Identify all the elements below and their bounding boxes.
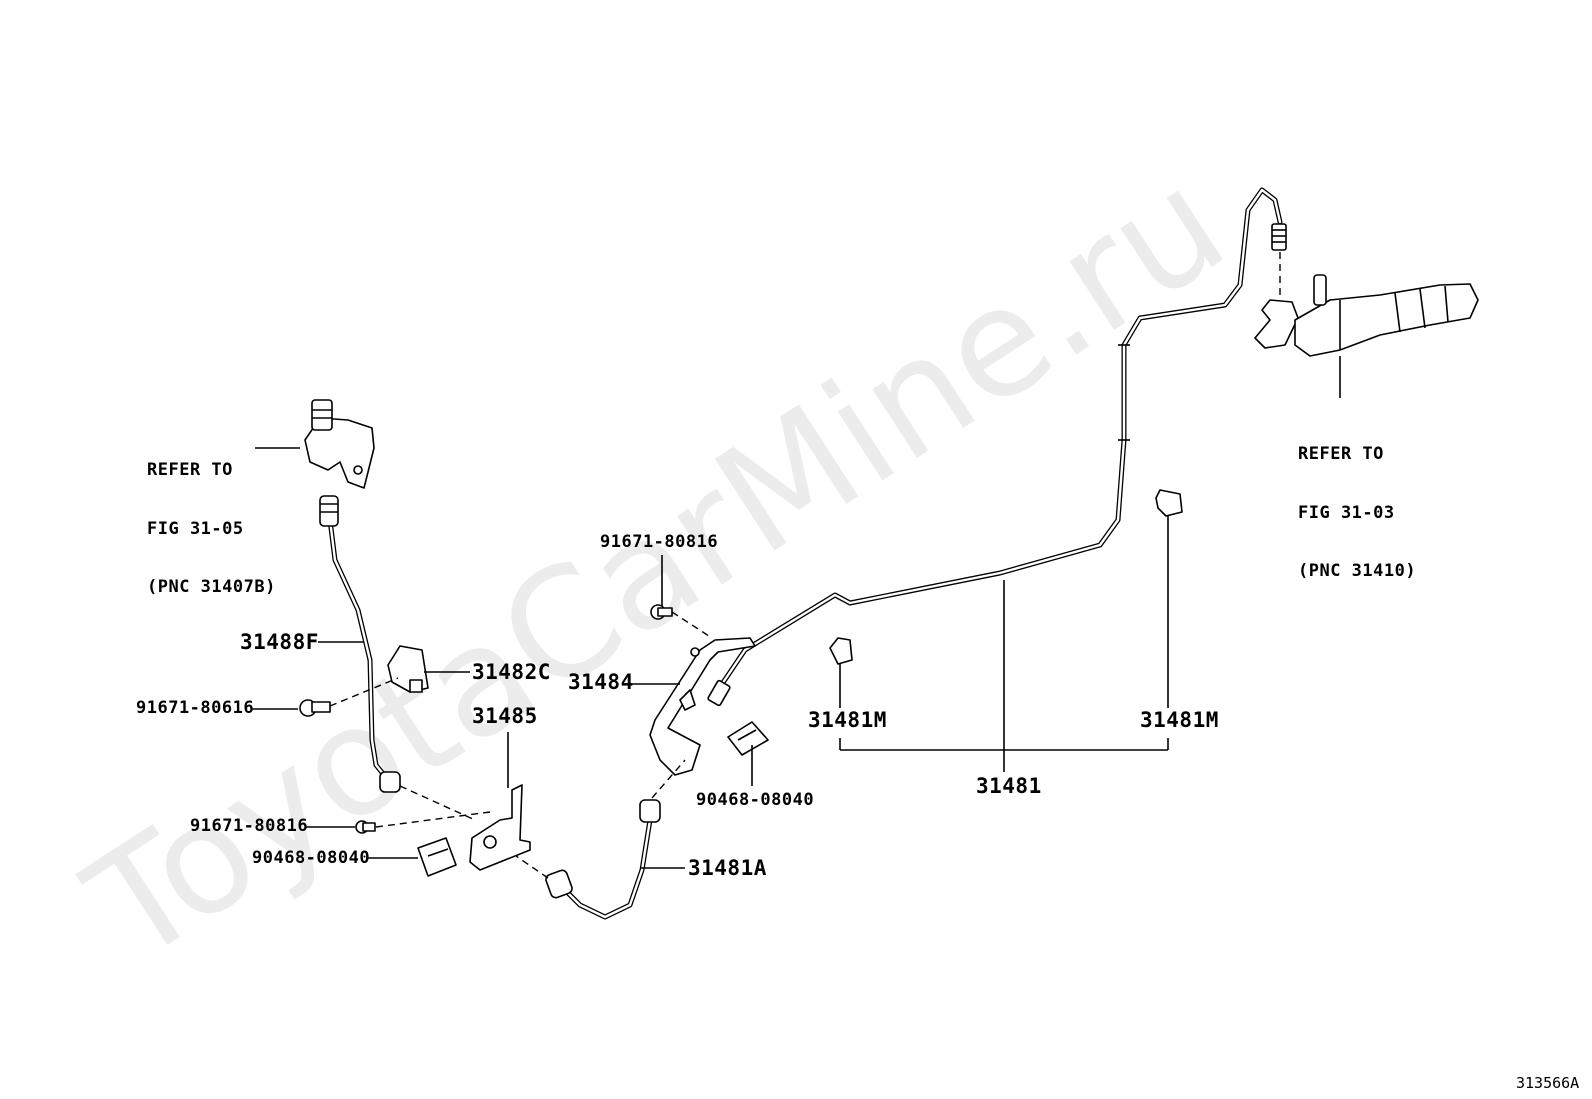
release-cylinder bbox=[304, 399, 375, 489]
part-label-31481A[interactable]: 31481A bbox=[688, 856, 767, 880]
pipe-clamp-31481M-left bbox=[829, 637, 853, 665]
part-label-31482C[interactable]: 31482C bbox=[472, 660, 551, 684]
part-label-31481[interactable]: 31481 bbox=[976, 774, 1042, 798]
reference-line: FIG 31-05 bbox=[147, 518, 244, 539]
reference-line: FIG 31-03 bbox=[1298, 502, 1395, 523]
reference-line: REFER TO bbox=[147, 460, 233, 481]
figure-id: 313566A bbox=[1516, 1074, 1580, 1092]
clip-90468-08040-left bbox=[417, 837, 457, 877]
part-label-90468-08040-left[interactable]: 90468-08040 bbox=[252, 848, 371, 868]
pipe-fitting-bracket bbox=[707, 679, 731, 707]
reference-line: (PNC 31410) bbox=[1298, 561, 1417, 582]
reference-line: (PNC 31407B) bbox=[147, 577, 276, 598]
part-label-91671-80816-upper[interactable]: 91671-80816 bbox=[600, 532, 719, 552]
reference-note-left: REFER TO FIG 31-05 (PNC 31407B) bbox=[147, 422, 276, 617]
bolt-91671-80816-lower bbox=[355, 811, 491, 834]
bracket-31484 bbox=[649, 637, 756, 776]
part-label-91671-80816-lower[interactable]: 91671-80816 bbox=[190, 816, 309, 836]
clutch-pipe-31481 bbox=[715, 187, 1283, 693]
clip-90468-08040-right bbox=[727, 721, 769, 756]
pipe-fitting-top bbox=[1271, 223, 1287, 300]
part-label-90468-08040-right[interactable]: 90468-08040 bbox=[696, 790, 815, 810]
reference-line: REFER TO bbox=[1298, 444, 1384, 465]
part-label-31481M-right[interactable]: 31481M bbox=[1140, 708, 1219, 732]
flexible-hose-31481A bbox=[499, 759, 686, 920]
pipe-31488F bbox=[319, 495, 476, 821]
part-label-31481M-left[interactable]: 31481M bbox=[808, 708, 887, 732]
master-cylinder bbox=[1254, 274, 1479, 398]
part-label-91671-80616[interactable]: 91671-80616 bbox=[136, 698, 255, 718]
part-label-31488F[interactable]: 31488F bbox=[240, 630, 319, 654]
part-label-31485[interactable]: 31485 bbox=[472, 704, 538, 728]
bolt-91671-80816-upper bbox=[650, 604, 713, 639]
part-label-31484[interactable]: 31484 bbox=[568, 670, 634, 694]
pipe-clamp-31481M-right bbox=[1155, 489, 1183, 517]
bolt-91671-80616 bbox=[299, 677, 399, 717]
bracket-31485 bbox=[469, 784, 531, 871]
clamp-31482C bbox=[387, 645, 429, 693]
leader-lines bbox=[252, 447, 1169, 869]
reference-note-right: REFER TO FIG 31-03 (PNC 31410) bbox=[1298, 406, 1416, 601]
